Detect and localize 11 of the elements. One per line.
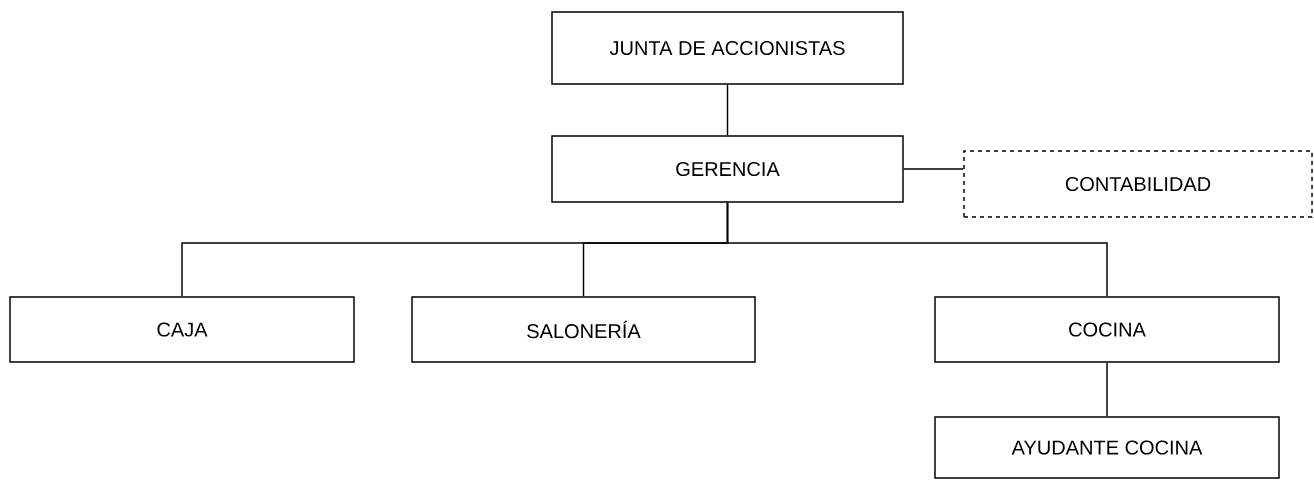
org-box: JUNTA DE ACCIONISTAS xyxy=(551,11,904,85)
org-box: GERENCIA xyxy=(551,135,904,203)
org-box: SALONERÍA xyxy=(411,296,756,363)
connector-line xyxy=(726,202,1108,297)
dashed-box: CONTABILIDAD xyxy=(963,150,1313,218)
connector-line xyxy=(1106,362,1108,417)
org-box: COCINA xyxy=(934,296,1280,363)
org-box: AYUDANTE COCINA xyxy=(934,416,1280,479)
org-box: CAJA xyxy=(9,296,355,363)
connector-line xyxy=(903,168,964,170)
connector-line xyxy=(726,84,729,136)
